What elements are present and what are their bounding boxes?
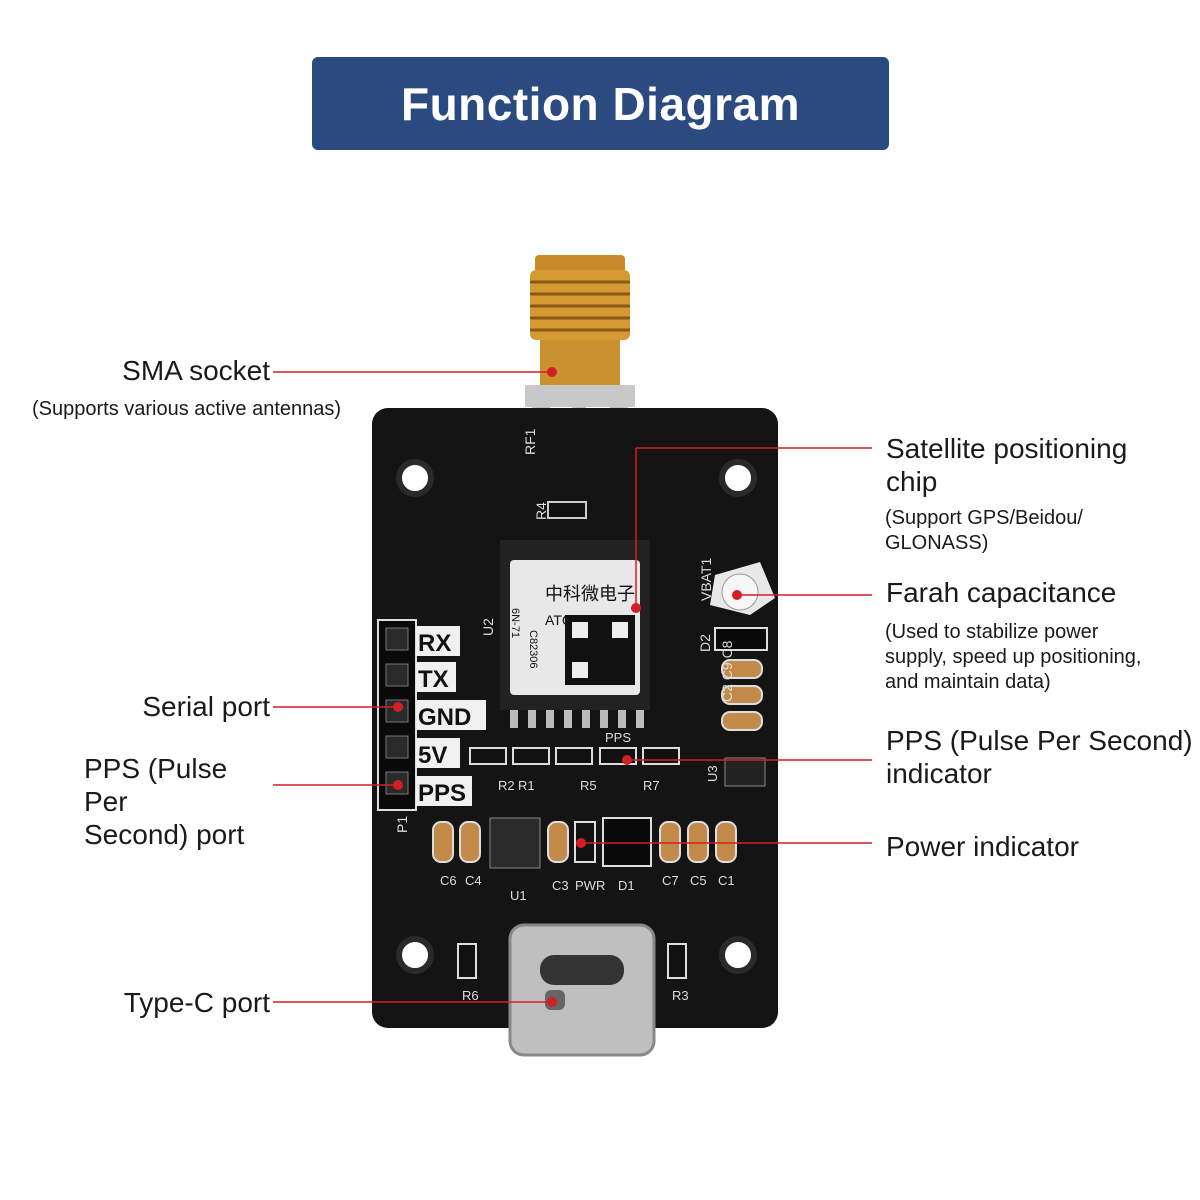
power-title: Power indicator (886, 831, 1079, 862)
farah-title: Farah capacitance (886, 577, 1117, 608)
d1-diode (602, 817, 652, 867)
svg-text:R7: R7 (643, 778, 660, 793)
chip-module: 中科微电子 ATGM336H 6N-71 C82306 (500, 540, 650, 728)
u3-chip (724, 757, 766, 787)
svg-text:R1: R1 (518, 778, 535, 793)
callout-lines (273, 371, 872, 1003)
pps-port-title: PPS (Pulse Per Second) port (84, 753, 245, 850)
title-banner: Function Diagram (312, 57, 889, 150)
typec-title: Type-C port (123, 987, 270, 1018)
chip-dot (631, 603, 641, 613)
svg-text:U1: U1 (510, 888, 527, 903)
r4-resistor (547, 501, 587, 519)
header-pins (377, 619, 417, 811)
r3-label: R3 (672, 988, 689, 1003)
rf1-label: RF1 (522, 428, 538, 455)
sma-dot (547, 367, 557, 377)
pin-gnd: GND (418, 704, 471, 731)
p1-label: P1 (394, 816, 410, 833)
serial-dot (393, 702, 403, 712)
pin-tx: TX (418, 666, 449, 693)
pin-pps: PPS (418, 780, 466, 807)
chip-subtitle: (Support GPS/Beidou/ GLONASS) (885, 507, 1083, 554)
cap-array-label: C2 C9 C8 (719, 640, 735, 702)
svg-text:C4: C4 (465, 873, 482, 888)
svg-text:C6: C6 (440, 873, 457, 888)
farah-subtitle: (Used to stabilize power supply, speed u… (885, 621, 1142, 693)
pin-5v: 5V (418, 742, 447, 769)
pps-indicator-dot (622, 755, 632, 765)
capacitor-array (721, 659, 763, 731)
type-c-port (508, 923, 656, 1057)
chip-title: Satellite positioning chip (886, 433, 1128, 497)
r3-resistor (667, 943, 687, 979)
u2-label: U2 (480, 618, 496, 636)
r6-label: R6 (462, 988, 479, 1003)
power-dot (576, 838, 586, 848)
pps-port-dot (393, 780, 403, 790)
r4-label: R4 (533, 502, 549, 520)
r6-resistor (457, 943, 477, 979)
vbat-label: VBAT1 (698, 557, 714, 601)
d2-label: D2 (697, 634, 713, 652)
sma-title: SMA socket (122, 355, 270, 386)
mounting-holes (396, 459, 757, 974)
pcb (372, 408, 778, 1028)
pin-rx: RX (418, 630, 451, 657)
resistor-row (469, 747, 680, 765)
pin-label-boxes (416, 626, 486, 806)
svg-text:C7: C7 (662, 873, 679, 888)
chip-code-b: C82306 (527, 630, 539, 669)
svg-text:R5: R5 (580, 778, 597, 793)
pps-small-label: PPS (605, 730, 631, 745)
svg-text:C3: C3 (552, 878, 569, 893)
svg-text:PWR: PWR (575, 878, 605, 893)
typec-dot (547, 997, 557, 1007)
callout-dots (393, 367, 742, 1007)
chip-code-a: 6N-71 (509, 608, 521, 638)
chip-maker: 中科微电子 (545, 584, 635, 604)
bottom-components (432, 821, 737, 863)
serial-title: Serial port (142, 691, 270, 722)
u1-chip (489, 817, 541, 869)
r-labels: R2 (498, 778, 515, 793)
svg-text:C1: C1 (718, 873, 735, 888)
sma-subtitle: (Supports various active antennas) (32, 398, 342, 420)
svg-text:C5: C5 (690, 873, 707, 888)
u3-label: U3 (705, 765, 720, 782)
d2-diode (714, 627, 768, 651)
farah-dot (732, 590, 742, 600)
svg-text:D1: D1 (618, 878, 635, 893)
pps-indicator-title: PPS (Pulse Per Second) indicator (886, 725, 1193, 789)
page-title: Function Diagram (400, 77, 801, 130)
